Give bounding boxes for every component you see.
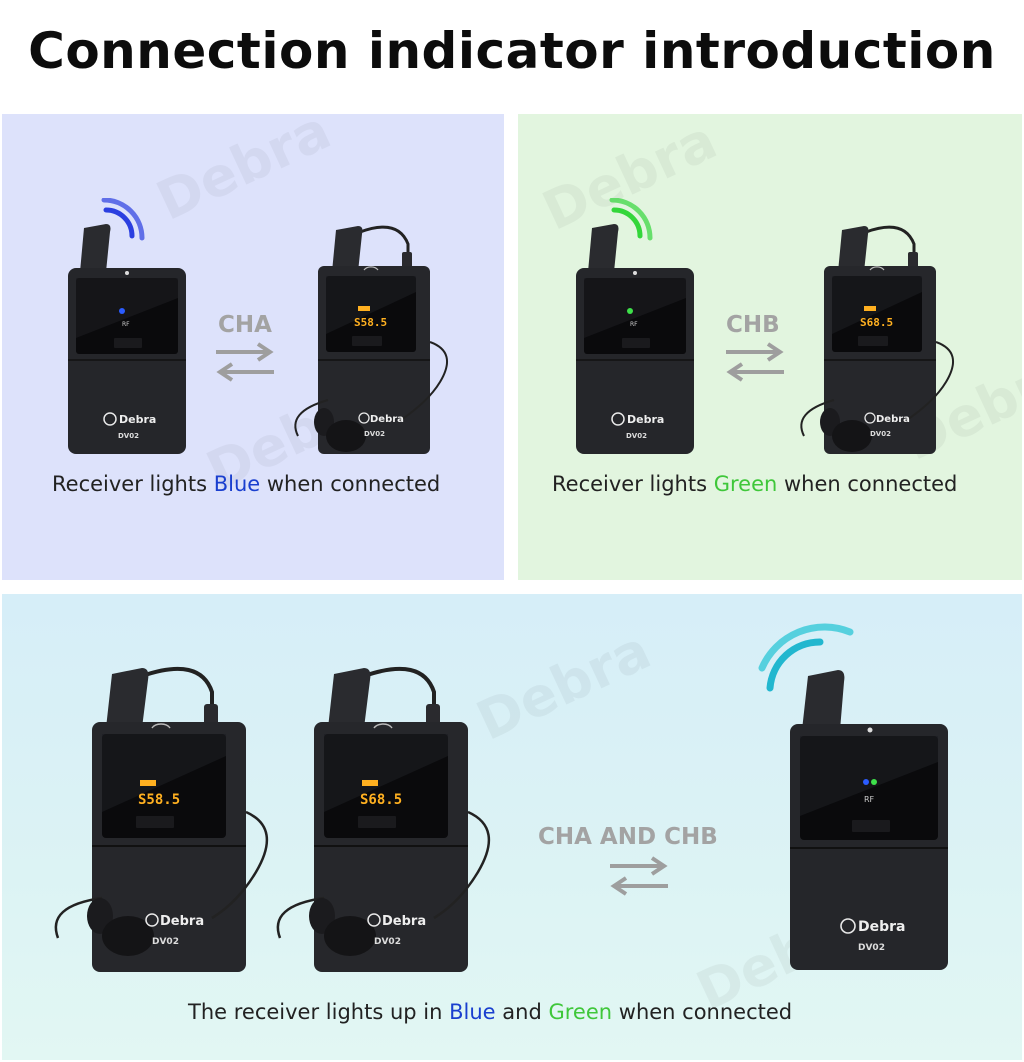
caption-text: when connected — [618, 1000, 793, 1024]
model-label: DV02 — [626, 432, 647, 440]
receiver-device: RF Debra DV02 — [758, 623, 948, 970]
caption-blue: Receiver lights Blue when connected — [52, 472, 440, 496]
receiver-device: RF Debra DV02 — [68, 198, 186, 454]
channel-label: CHB — [726, 312, 780, 338]
caption-color-blue: Blue — [449, 1000, 496, 1024]
transmitter-device: S58.5 Debra DV02 — [294, 225, 449, 454]
debra-logo-icon — [611, 412, 625, 426]
debra-logo-icon — [103, 412, 117, 426]
model-label: DV02 — [118, 432, 139, 440]
frequency-display: S68.5 — [860, 316, 893, 329]
brand-name: Debra — [876, 414, 910, 425]
model-label: DV02 — [870, 430, 891, 438]
brand-name: Debra — [858, 919, 906, 935]
frequency-display: S58.5 — [138, 792, 180, 808]
model-label: DV02 — [374, 937, 401, 947]
brand-name: Debra — [382, 914, 426, 929]
mic-cable — [359, 225, 410, 262]
transmitter-device: S68.5 Debra DV02 — [800, 225, 955, 454]
panel-blue-connection: Debra Debra RF Debra DV02 CHA S58.5 — [2, 114, 504, 580]
receiver-rf-label: RF — [864, 795, 875, 804]
panel-green-connection: Debra Debra RF Debra DV02 CHB S68.5 — [518, 114, 1022, 580]
receiver-rf-label: RF — [630, 321, 638, 328]
green-signal-icon — [609, 198, 653, 241]
caption-text: Receiver lights — [52, 472, 208, 496]
transmitter-device-b: S68.5 Debra DV02 — [276, 666, 491, 972]
debra-logo-icon — [840, 918, 856, 934]
caption-text: when connected — [784, 472, 958, 496]
caption-text: The receiver lights up in — [188, 1000, 443, 1024]
caption-color-green: Green — [713, 472, 778, 496]
brand-name: Debra — [119, 413, 156, 426]
caption-green: Receiver lights Green when connected — [552, 472, 957, 496]
bidirectional-arrow-icon — [610, 856, 668, 896]
blue-signal-icon — [101, 198, 145, 241]
mic-cable — [363, 666, 436, 716]
bidirectional-arrow-icon — [216, 342, 274, 382]
caption-dual: The receiver lights up in Blue and Green… — [188, 1000, 792, 1024]
mic-cable — [141, 666, 214, 716]
brand-name: Debra — [160, 914, 204, 929]
transmitter-device-a: S58.5 Debra DV02 — [54, 666, 269, 972]
model-label: DV02 — [858, 943, 885, 953]
brand-name: Debra — [627, 413, 664, 426]
panel-dual-connection: Debra Debra S58.5 Debra DV02 S68.5 — [2, 594, 1022, 1060]
frequency-display: S68.5 — [360, 792, 402, 808]
caption-color-blue: Blue — [213, 472, 261, 496]
frequency-display: S58.5 — [354, 316, 387, 329]
mic-cable — [865, 225, 916, 262]
caption-text: Receiver lights — [552, 472, 708, 496]
channel-label: CHA AND CHB — [538, 824, 718, 850]
dual-signal-icon — [758, 623, 854, 692]
receiver-device: RF Debra DV02 — [576, 198, 694, 454]
model-label: DV02 — [364, 430, 385, 438]
model-label: DV02 — [152, 937, 179, 947]
brand-name: Debra — [370, 414, 404, 425]
bidirectional-arrow-icon — [726, 342, 784, 382]
receiver-rf-label: RF — [122, 321, 130, 328]
caption-text: when connected — [266, 472, 441, 496]
caption-text: and — [502, 1000, 542, 1024]
caption-color-green: Green — [548, 1000, 613, 1024]
channel-label: CHA — [218, 312, 272, 338]
page-title: Connection indicator introduction — [28, 22, 996, 80]
